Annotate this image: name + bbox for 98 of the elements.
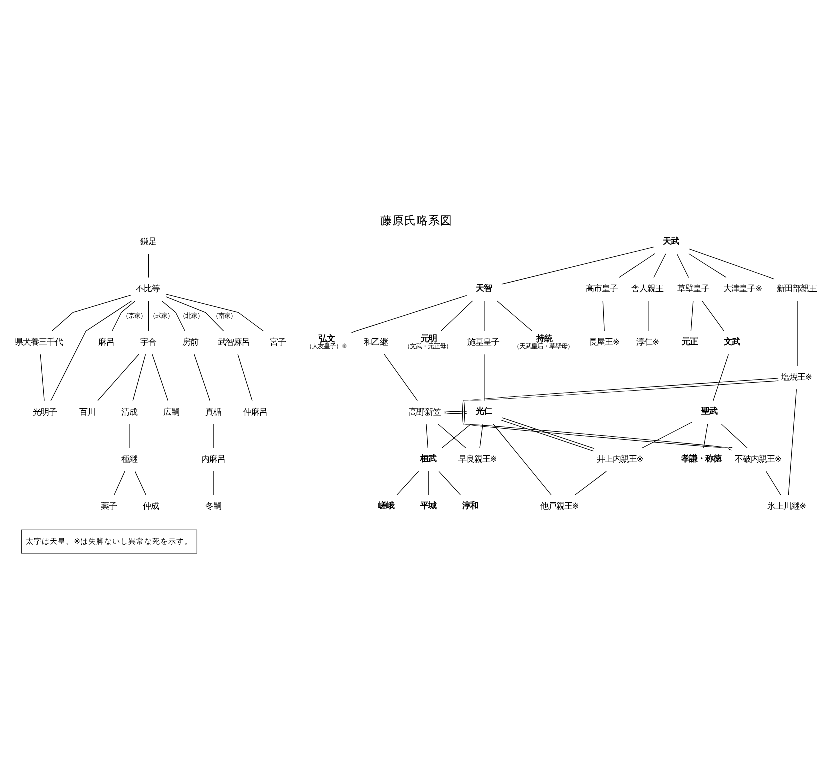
connector <box>132 354 146 401</box>
node-text: 文武 <box>723 336 740 346</box>
node-text: 天武 <box>662 235 679 246</box>
node-text: 井上内親王※ <box>596 454 644 464</box>
connector <box>701 300 724 332</box>
node-text: 麻呂 <box>98 336 114 347</box>
connector <box>350 294 467 333</box>
node-text: 平城 <box>420 500 436 510</box>
connector <box>426 424 428 448</box>
connector <box>501 246 654 284</box>
connector <box>148 253 149 278</box>
connector <box>479 424 483 448</box>
node-text: 高野新笠 <box>408 406 440 416</box>
connector <box>51 294 132 332</box>
node-text: 舎人親王 <box>631 283 664 294</box>
connector <box>642 422 692 448</box>
node-text: 新田部親王 <box>776 283 816 294</box>
connector <box>129 424 130 448</box>
node-text: 宮子 <box>270 336 286 347</box>
node-text: 大津皇子※ <box>723 283 762 294</box>
diagram-title: 藤原氏略系図 <box>380 212 452 227</box>
node-text: 光明子 <box>32 406 56 416</box>
connector <box>500 417 594 452</box>
connector <box>690 300 694 332</box>
connector <box>440 300 473 332</box>
node-text: 県犬養三千代 <box>14 336 62 347</box>
connector <box>114 470 125 496</box>
connector <box>703 424 708 448</box>
node-text: 光仁 <box>476 406 492 416</box>
node-text: 仲麻呂 <box>242 406 267 416</box>
node-text: 嵯峨 <box>378 500 394 510</box>
node-text: 百川 <box>79 406 96 416</box>
node-text: 不比等 <box>136 283 160 294</box>
node-text: 施基皇子 <box>467 336 500 347</box>
connector <box>161 300 186 332</box>
node-text: 房前 <box>182 336 198 347</box>
connector <box>194 354 210 401</box>
node-text: 不破内親王※ <box>734 454 782 464</box>
node-text: 他戸親王※ <box>540 500 579 511</box>
connector <box>112 300 136 332</box>
connector <box>574 470 606 496</box>
connector <box>618 253 655 278</box>
connector <box>765 470 781 496</box>
connector <box>40 354 44 401</box>
connector <box>462 378 779 450</box>
connector <box>688 253 726 278</box>
connector <box>796 300 798 366</box>
connector <box>653 253 666 278</box>
node-text: 薬子 <box>100 500 116 511</box>
connector <box>237 354 252 401</box>
connector <box>134 470 146 496</box>
connector <box>492 424 552 496</box>
connector <box>602 300 604 332</box>
node-text: 塩焼王※ <box>780 372 812 382</box>
connector <box>97 354 139 401</box>
node-text: 真楯 <box>205 406 222 416</box>
connector <box>428 470 429 496</box>
node-text: 仲成 <box>142 500 158 511</box>
node-text: 種継 <box>121 454 138 464</box>
connector <box>165 294 264 332</box>
connector <box>438 470 461 496</box>
node-text: 高市皇子 <box>585 283 618 294</box>
node-text: 早良親王※ <box>458 454 497 464</box>
connector <box>50 300 132 401</box>
node-text: 天智 <box>476 282 492 292</box>
node-text: 武智麻呂 <box>217 336 250 347</box>
connector <box>676 253 689 278</box>
node-text: 広嗣 <box>163 406 180 416</box>
connector <box>688 248 774 280</box>
connector <box>213 470 214 496</box>
connector <box>496 300 532 332</box>
node-text: 冬嗣 <box>205 500 222 511</box>
connector <box>152 354 168 401</box>
node-text: 鎌足 <box>140 236 156 246</box>
node-text: 草壁皇子 <box>676 283 709 294</box>
node-text: 淳和 <box>462 500 478 510</box>
connector <box>438 424 466 448</box>
connector <box>441 424 471 448</box>
connector <box>148 300 149 332</box>
node-text: 内麻呂 <box>200 454 225 464</box>
node-text: 桓武 <box>420 452 436 463</box>
node-text: 清成 <box>121 406 138 416</box>
connector <box>712 354 729 401</box>
connector <box>166 296 224 332</box>
node-text: 長屋王※ <box>588 336 620 347</box>
connector <box>720 424 748 448</box>
node-text: 和乙継 <box>364 336 388 347</box>
connector <box>444 410 467 414</box>
connector <box>396 470 419 496</box>
connector <box>213 424 214 448</box>
node-text: 氷上川継※ <box>767 500 806 511</box>
node-text: 孝謙・称徳 <box>680 452 721 463</box>
node-text: 元正 <box>681 336 698 346</box>
node-text: 聖武 <box>700 406 717 416</box>
connector <box>788 388 796 496</box>
node-text: 宇合 <box>140 336 156 347</box>
connector <box>384 354 418 401</box>
node-text: 淳仁※ <box>636 336 659 347</box>
